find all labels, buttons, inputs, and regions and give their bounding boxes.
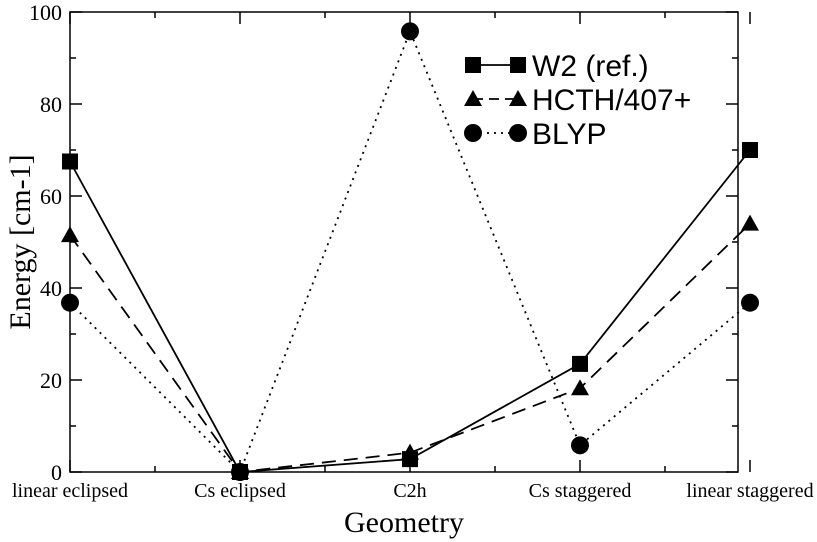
series-line-blyp [69,28,751,474]
x-tick-label: Cs eclipsed [194,480,286,502]
series-layer [61,22,759,481]
series-hcth-407 [61,214,759,479]
y-tick-label: 20 [40,368,62,393]
legend-marker-w2-ref [510,57,526,73]
axis-ticks: 0 20 40 60 80 100 linear eclipsed Cs eclipsed C2… [12,0,814,502]
data-point-blyp [61,293,79,312]
data-point-blyp [741,293,759,312]
series-line-w2-ref [69,149,751,473]
data-point-blyp [571,436,589,455]
data-point-hcth-407 [741,214,759,231]
data-point-w2-ref [402,451,418,468]
legend-label-blyp: BLYP [532,118,607,151]
y-tick-label: 100 [29,0,62,25]
x-tick-label: linear staggered [686,480,813,502]
legend-marker-blyp [509,124,527,142]
y-tick-label: 40 [40,276,62,301]
legend-marker-hcth-407 [464,90,482,106]
legend: W2 (ref.)HCTH/407+BLYP [464,50,691,151]
legend-marker-w2-ref [465,57,481,73]
data-point-w2-ref [572,355,588,372]
y-axis-title: Energy [cm-1] [4,154,37,329]
data-point-blyp [401,22,419,41]
x-axis-title: Geometry [344,506,464,539]
series-w2-ref [62,142,758,480]
legend-marker-blyp [464,124,482,142]
x-tick-label: linear eclipsed [12,480,128,502]
legend-label-hcth-407: HCTH/407+ [532,84,691,117]
data-point-w2-ref [62,153,78,170]
legend-marker-hcth-407 [509,90,527,106]
y-tick-label: 0 [51,460,62,485]
y-tick-label: 80 [40,92,62,117]
x-tick-label: Cs staggered [529,480,632,502]
data-point-hcth-407 [571,379,589,396]
legend-label-w2-ref: W2 (ref.) [532,50,649,83]
x-tick-label: C2h [393,480,426,502]
data-point-w2-ref [742,142,758,158]
y-tick-label: 60 [40,184,62,209]
data-point-w2-ref [232,464,248,480]
data-point-hcth-407 [61,226,79,243]
